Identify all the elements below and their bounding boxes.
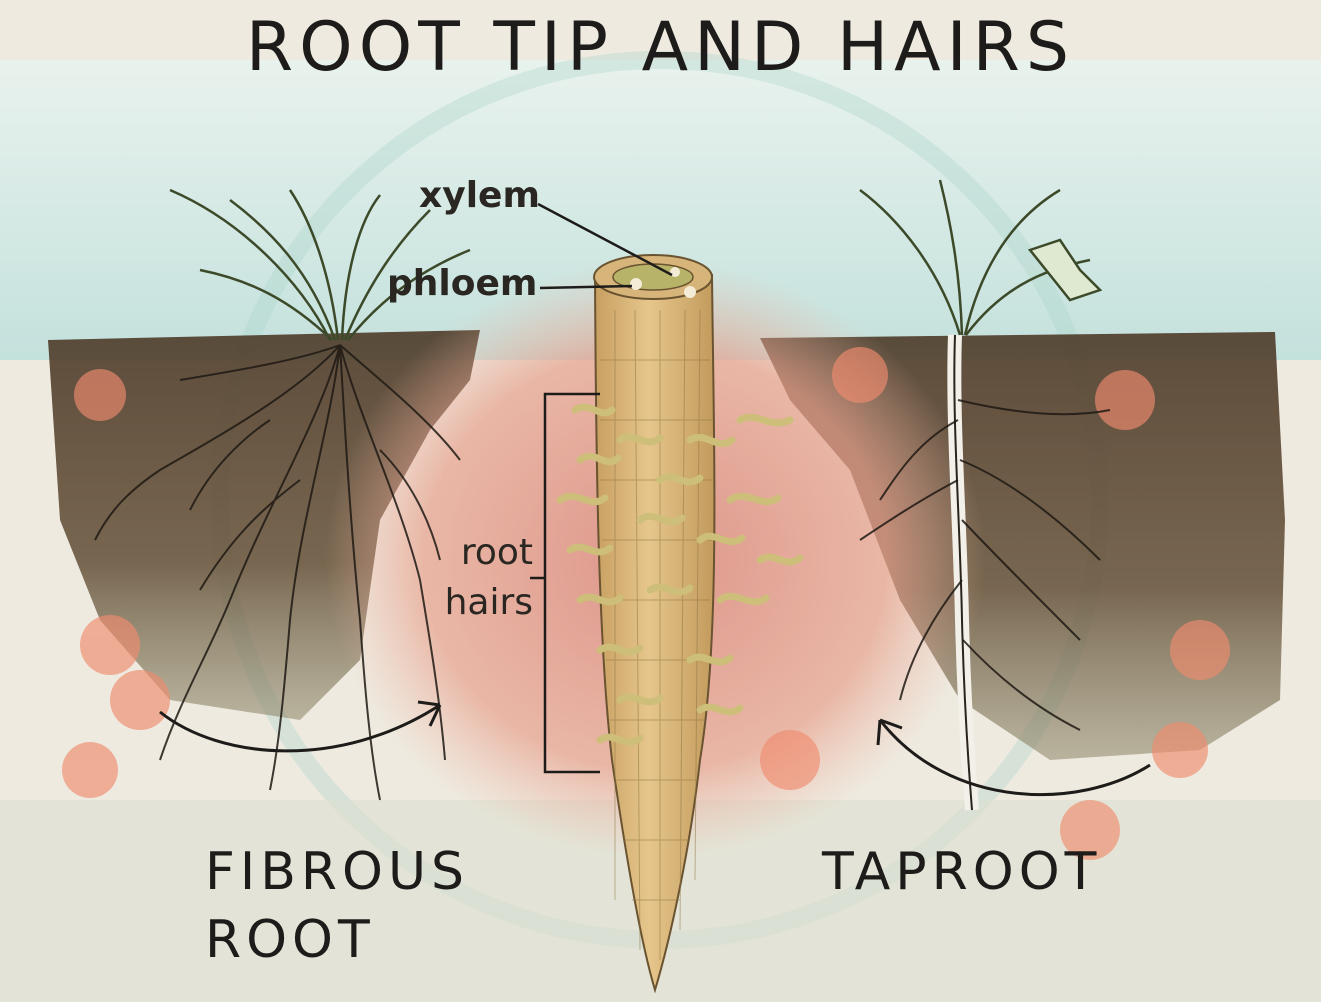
- taproot-label: TAPROOT: [822, 838, 1101, 906]
- xylem-label: xylem: [419, 175, 540, 216]
- page-title: ROOT TIP AND HAIRS: [0, 8, 1321, 87]
- fibrous-root-label: FIBROUS ROOT: [205, 838, 469, 974]
- root-hairs-label-line1: root: [443, 528, 533, 578]
- phloem-cell: [630, 278, 642, 290]
- fibrous-root-label-line1: FIBROUS: [205, 838, 469, 906]
- phloem-label: phloem: [387, 263, 537, 304]
- root-hairs-label: root hairs: [443, 528, 533, 628]
- root-hairs-label-line2: hairs: [443, 578, 533, 628]
- fibrous-root-label-line2: ROOT: [205, 906, 469, 974]
